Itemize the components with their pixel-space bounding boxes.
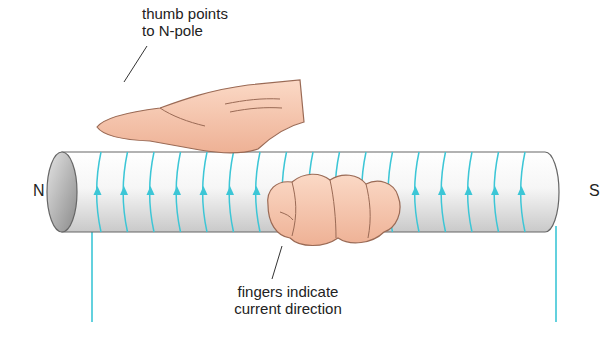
annotation: thumb points to N-pole bbox=[142, 5, 244, 39]
leader-line bbox=[124, 46, 147, 82]
current-arrow bbox=[226, 186, 234, 195]
annotation: fingers indicate current direction bbox=[222, 283, 354, 317]
current-arrow bbox=[438, 186, 446, 195]
current-arrow bbox=[173, 186, 181, 195]
current-arrow bbox=[200, 186, 208, 195]
pole-label: S bbox=[589, 182, 605, 199]
current-arrow bbox=[491, 186, 499, 195]
current-arrow bbox=[253, 186, 261, 195]
leader-line bbox=[272, 246, 282, 279]
coil-lead bbox=[91, 228, 93, 322]
current-arrow bbox=[465, 186, 473, 195]
curled-fingers bbox=[268, 174, 400, 245]
core-end bbox=[47, 152, 77, 232]
coil-lead bbox=[555, 226, 557, 322]
right-hand-back bbox=[97, 80, 304, 153]
current-arrow bbox=[94, 186, 102, 195]
current-arrow bbox=[518, 186, 526, 195]
current-arrow bbox=[412, 186, 420, 195]
pole-label: N bbox=[33, 182, 49, 199]
current-arrow bbox=[120, 186, 128, 195]
current-arrow bbox=[147, 186, 155, 195]
